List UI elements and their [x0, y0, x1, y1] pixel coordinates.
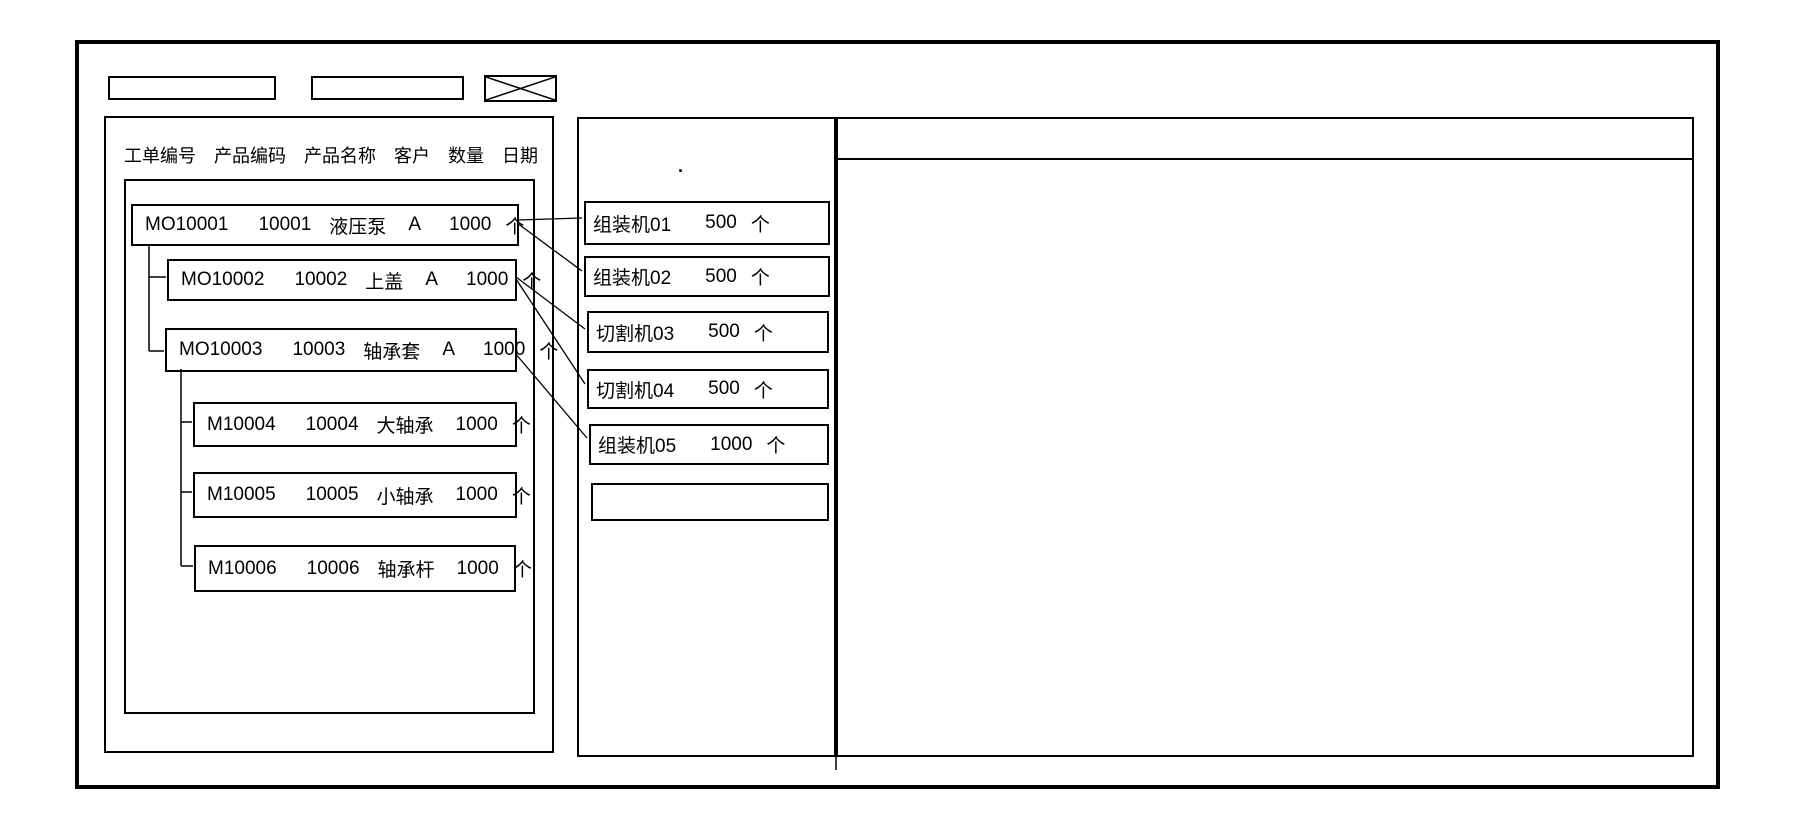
product-name: 液压泵 [329, 216, 387, 238]
product-code: 10005 [305, 484, 359, 505]
toolbar-field-2[interactable] [311, 76, 464, 100]
machine-name: 组装机01 [593, 214, 672, 236]
customer: A [408, 214, 421, 235]
product-code: 10003 [292, 339, 346, 360]
product-name: 上盖 [365, 271, 404, 293]
machine-name: 切割机03 [596, 323, 675, 345]
machine-row-04[interactable]: 切割机04 500 个 [587, 369, 829, 409]
unit: 个 [522, 271, 542, 293]
product-name: 大轴承 [376, 416, 434, 437]
machine-row-03[interactable]: 切割机03 500 个 [587, 311, 829, 353]
product-code: 10001 [258, 214, 312, 235]
machine-qty: 500 [708, 321, 740, 342]
schedule-header-row [838, 119, 1692, 160]
toolbar-field-1[interactable] [108, 76, 276, 100]
product-code: 10004 [305, 413, 359, 435]
order-no: M10006 [208, 557, 277, 579]
schedule-panel [836, 117, 1694, 757]
product-code: 10006 [306, 557, 360, 579]
order-no: MO10002 [181, 269, 265, 290]
customer: A [442, 339, 455, 360]
product-name: 小轴承 [376, 486, 434, 508]
column-headers: 工单编号产品编码产品名称客户数量日期 [124, 142, 556, 168]
quantity: 1000 [466, 269, 509, 290]
unit: 个 [753, 380, 773, 402]
quantity: 1000 [455, 484, 498, 505]
close-button[interactable] [484, 75, 557, 102]
machine-qty: 500 [705, 265, 737, 287]
unit: 个 [753, 323, 773, 345]
machine-qty: 1000 [710, 433, 753, 455]
quantity: 1000 [455, 413, 498, 435]
work-order-row-m10004[interactable]: M10004 10004 大轴承 1000 个 [193, 402, 531, 447]
work-order-panel: 工单编号产品编码产品名称客户数量日期 MO10001 10001 液压泵 A 1… [104, 116, 558, 753]
col-header-product-name: 产品名称 [304, 146, 376, 166]
unit: 个 [750, 214, 770, 236]
machine-row-05[interactable]: 组装机05 1000 个 [589, 424, 829, 465]
col-header-order-no: 工单编号 [124, 146, 196, 166]
machine-name: 组装机05 [598, 436, 677, 457]
machine-name: 切割机04 [596, 380, 675, 402]
close-x-icon [486, 77, 555, 100]
work-order-row-m10005[interactable]: M10005 10005 小轴承 1000 个 [193, 472, 531, 518]
unit: 个 [511, 416, 531, 437]
order-no: M10004 [207, 413, 276, 435]
col-header-qty: 数量 [448, 146, 484, 166]
product-code: 10002 [294, 269, 348, 290]
customer: A [425, 269, 438, 290]
quantity: 1000 [483, 339, 526, 360]
work-order-row-mo10002[interactable]: MO10002 10002 上盖 A 1000 个 [167, 259, 541, 301]
app-window: 工单编号产品编码产品名称客户数量日期 MO10001 10001 液压泵 A 1… [75, 40, 1720, 789]
col-header-date: 日期 [502, 146, 538, 166]
machine-panel: . 组装机01 500 个 组装机02 500 个 切割机03 500 个 切割… [577, 117, 836, 757]
order-no: M10005 [207, 484, 276, 505]
product-name: 轴承套 [363, 341, 421, 363]
work-order-row-mo10001[interactable]: MO10001 10001 液压泵 A 1000 个 [131, 204, 524, 246]
machine-qty: 500 [708, 378, 740, 399]
unit: 个 [750, 268, 770, 289]
unit: 个 [512, 560, 532, 581]
col-header-product-code: 产品编码 [214, 146, 286, 166]
machine-qty: 500 [705, 212, 737, 233]
work-order-row-mo10003[interactable]: MO10003 10003 轴承套 A 1000 个 [165, 328, 558, 372]
product-name: 轴承杆 [377, 560, 435, 581]
stray-dot: . [678, 156, 684, 176]
quantity: 1000 [456, 557, 499, 579]
col-header-customer: 客户 [394, 146, 430, 166]
unit: 个 [539, 341, 559, 363]
unit: 个 [505, 216, 525, 238]
machine-row-empty[interactable] [591, 483, 829, 521]
machine-row-02[interactable]: 组装机02 500 个 [584, 256, 830, 297]
work-order-row-m10006[interactable]: M10006 10006 轴承杆 1000 个 [194, 545, 532, 592]
machine-row-01[interactable]: 组装机01 500 个 [584, 201, 830, 245]
machine-name: 组装机02 [593, 268, 672, 289]
quantity: 1000 [449, 214, 492, 235]
unit: 个 [766, 436, 786, 457]
unit: 个 [511, 486, 531, 508]
order-no: MO10003 [179, 339, 263, 360]
order-no: MO10001 [145, 214, 229, 235]
